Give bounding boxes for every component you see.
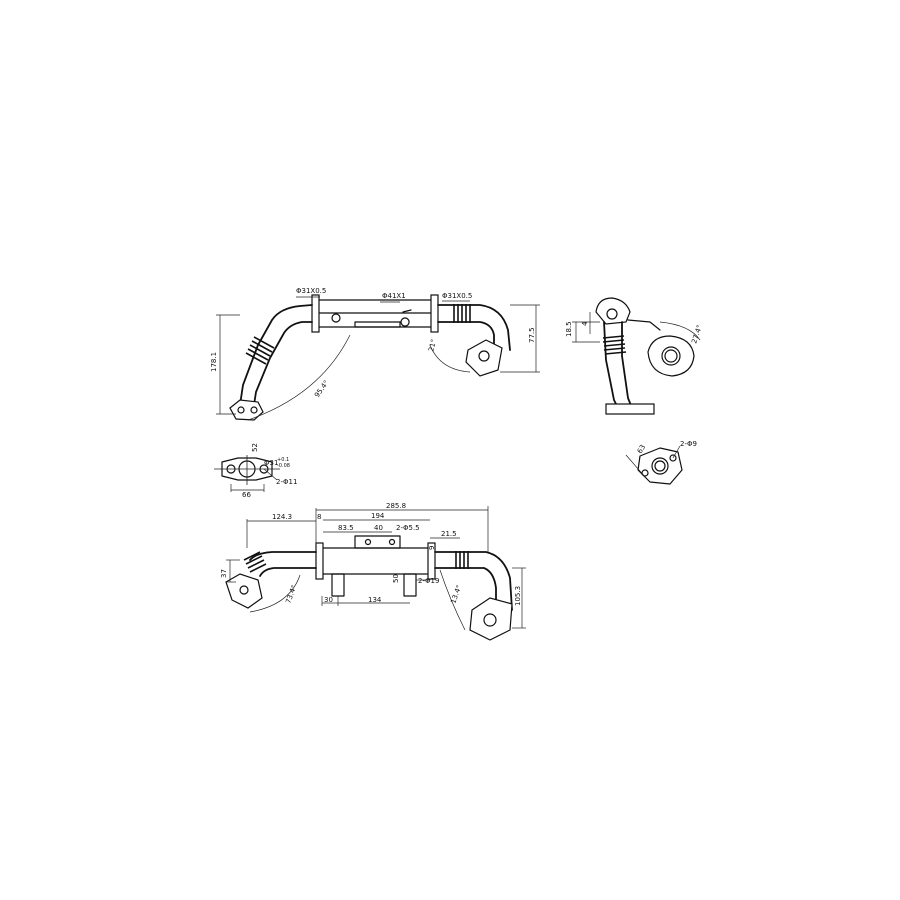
front-angle-left: 73.4°	[284, 584, 298, 605]
front-angle-right: 13.4°	[449, 584, 463, 605]
right-bellows	[453, 304, 471, 323]
flange-bore-tol-upper: +0.1	[277, 457, 289, 463]
front-spacing: 40	[374, 524, 383, 532]
top-angle-right: 21°	[427, 338, 438, 352]
front-right-bellows	[455, 551, 469, 569]
flange-detail-small: 66 52 Φ31 +0.1 -0.08 2-Φ11	[214, 443, 297, 499]
front-left-pipe-lower	[259, 567, 317, 577]
front-studs: 2-Φ5.5	[396, 524, 420, 532]
side-angle: 27.4°	[690, 324, 704, 345]
front-port-left	[331, 573, 345, 597]
body-end-cap-left	[311, 294, 320, 333]
front-left-flange	[225, 573, 263, 609]
mount-hole	[331, 313, 341, 323]
flange-width: 52	[251, 443, 259, 452]
flange-right-outline	[637, 447, 683, 485]
top-view: 178.1 77.5 95.4° 21° Φ31X0.5 Φ41X1 Φ31X0…	[210, 287, 540, 421]
flange-holes: 2-Φ11	[276, 478, 297, 486]
front-angle-arc-left	[249, 574, 301, 613]
top-dia-center: Φ41X1	[382, 292, 406, 300]
flange-hole-pitch: 66	[242, 491, 251, 499]
top-height-total: 178.1	[210, 352, 218, 372]
front-height-left: 37	[220, 569, 228, 578]
left-pipe-upper-edge	[239, 304, 313, 406]
front-height-right: 105.3	[514, 586, 522, 606]
top-dia-left: Φ31X0.5	[296, 287, 326, 295]
left-pipe-lower-edge	[253, 321, 313, 406]
front-offset-small: 8	[317, 513, 321, 521]
front-bracket	[354, 535, 401, 549]
front-view: 124.3 8 285.8 194 83.5 40 2-Φ5.5 21.5 9 …	[220, 502, 526, 641]
side-pipe-edge-left	[603, 321, 619, 409]
left-bellows	[245, 336, 275, 365]
front-offset-left: 124.3	[272, 513, 292, 521]
front-right-flange	[469, 597, 513, 641]
mount-hole-right	[400, 317, 410, 327]
front-ports-height: 50	[392, 574, 400, 583]
top-angle-left: 95.4°	[313, 379, 331, 399]
center-bracket	[354, 321, 401, 328]
front-cooler-body	[321, 547, 431, 575]
front-angle-arc-right	[439, 569, 466, 631]
front-offset-right: 21.5	[441, 530, 457, 538]
side-bellows	[602, 335, 627, 355]
side-base-flange	[605, 403, 655, 415]
right-pipe-upper-edge	[437, 304, 511, 351]
side-branch-pipe	[627, 319, 661, 331]
front-offset-right-small: 9	[428, 546, 436, 550]
side-height-small: 4	[581, 321, 589, 326]
top-height-right: 77.5	[528, 327, 536, 343]
front-length-body: 194	[371, 512, 385, 520]
body-end-cap-right	[430, 294, 439, 333]
front-ports-offset: 30	[324, 596, 333, 604]
right-pipe-lower-edge	[437, 321, 495, 351]
front-ports-spacing: 134	[368, 596, 382, 604]
left-pipe-flange	[229, 399, 264, 421]
right-pipe-flange	[465, 339, 503, 377]
front-port-right	[403, 573, 417, 597]
side-angle-arc	[659, 321, 701, 341]
front-length-mid: 83.5	[338, 524, 354, 532]
flange-right-size: 63	[636, 443, 647, 455]
flange-right-holes: 2-Φ9	[680, 440, 697, 448]
side-height-left: 18.5	[565, 321, 573, 337]
side-top-flange	[595, 297, 631, 325]
front-length-total: 285.8	[386, 502, 406, 510]
front-right-pipe-upper	[434, 551, 513, 611]
side-right-flange	[647, 335, 695, 377]
front-right-pipe-lower	[434, 567, 497, 611]
side-pipe-edge-right	[621, 321, 633, 409]
top-dia-right: Φ31X0.5	[442, 292, 472, 300]
front-ports-dia: 2-Φ19	[418, 577, 439, 585]
flange-bore-tol-lower: -0.08	[277, 463, 290, 469]
front-left-pipe-upper	[249, 551, 317, 561]
flange-detail-right: 63 2-Φ9	[625, 440, 697, 485]
angle-arc-right	[429, 344, 471, 373]
angle-arc-left	[247, 334, 351, 421]
front-left-bellows	[243, 551, 267, 573]
side-view: 18.5 4 27.4°	[565, 297, 704, 415]
flange-bore-dia: Φ31	[264, 459, 278, 467]
